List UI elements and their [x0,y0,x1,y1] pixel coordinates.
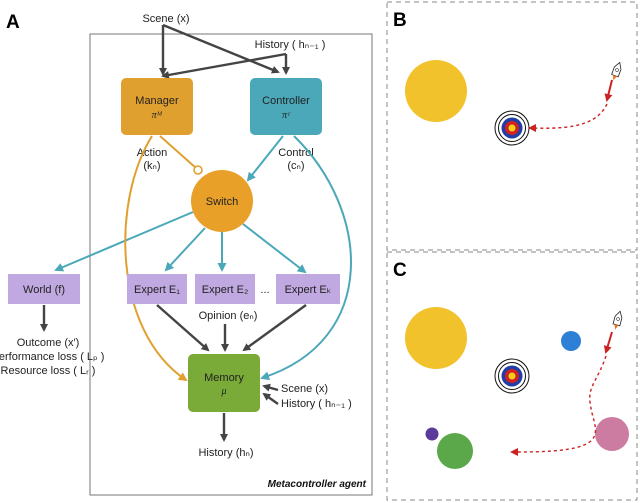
planet-yellow-b [405,60,467,122]
panel-label-b: B [393,10,407,31]
switch-gate-icon [193,165,203,175]
action-var: (kₙ) [143,160,160,172]
world-label: World (f) [23,284,65,296]
control-var: (cₙ) [287,160,304,172]
memory-node [188,354,260,412]
planet-yellow-c [405,307,467,369]
thrust-arrow-b [604,79,613,102]
control-label: Control [278,147,313,159]
thrust-arrow-c [603,331,613,354]
panel-c-frame [386,251,638,501]
world-node [8,274,80,304]
resource-loss-label: Resource loss ( Lᵣ ) [1,365,96,377]
edge-manager-memory [124,135,188,382]
edge-switch-expertk [242,223,307,274]
scene-mem-label: Scene (x) [281,383,328,395]
outcome-label: Outcome (x′) [17,337,80,349]
trajectory-b [528,103,608,133]
panel-label-a: A [6,12,20,33]
rocket-icon-c [612,310,623,330]
rocket-icon-b [611,61,622,81]
edge-manager-switch [159,135,197,169]
history-out-label: History (hₙ) [198,447,253,459]
expertk-node [276,274,340,304]
controller-sub: πᶜ [282,110,291,121]
expert2-node [195,274,255,304]
history-top-label: History ( hₙ₋₁ ) [255,39,326,51]
manager-label: Manager [135,95,179,107]
edge-expert1-memory [156,304,210,352]
agent-frame [89,33,373,496]
planet-blue-c [561,331,581,351]
performance-loss-label: Performance loss ( Lₚ ) [0,351,104,363]
arrow-scene-controller [162,23,280,74]
expert2-label: Expert E₂ [202,284,248,296]
edge-controller-memory [260,135,352,381]
controller-node [250,78,322,135]
edge-expertk-memory [242,304,307,352]
panel-label-c: C [393,260,407,281]
target-icon-c [494,358,530,394]
manager-sub: πᴹ [152,110,163,121]
switch-label: Switch [206,196,238,208]
planet-green-c [437,433,473,469]
edge-controller-switch [246,135,284,182]
memory-sub: μ [220,386,226,397]
controller-label: Controller [262,95,310,107]
planet-purple-c [425,427,439,441]
planet-pink-c [595,417,629,451]
arrow-scene-memory [262,383,279,392]
edge-switch-expert1 [164,227,206,272]
arrow-history-manager [161,52,287,79]
opinion-label: Opinion (eₙ) [199,310,258,322]
scene-top-label: Scene (x) [142,13,189,25]
agent-label: Metacontroller agent [268,479,367,490]
expert1-label: Expert E₁ [134,284,180,296]
trajectory-c [510,355,607,456]
memory-label: Memory [204,372,244,384]
panel-b-frame [386,1,638,251]
experts-ellipsis: ... [260,284,269,296]
expert1-node [127,274,187,304]
target-icon-b [494,110,530,146]
history-mem-label: History ( hₙ₋₁ ) [281,398,352,410]
manager-node [121,78,193,135]
arrow-history-memory [262,392,279,405]
expertk-label: Expert Eₖ [285,284,332,296]
switch-node [191,170,253,232]
